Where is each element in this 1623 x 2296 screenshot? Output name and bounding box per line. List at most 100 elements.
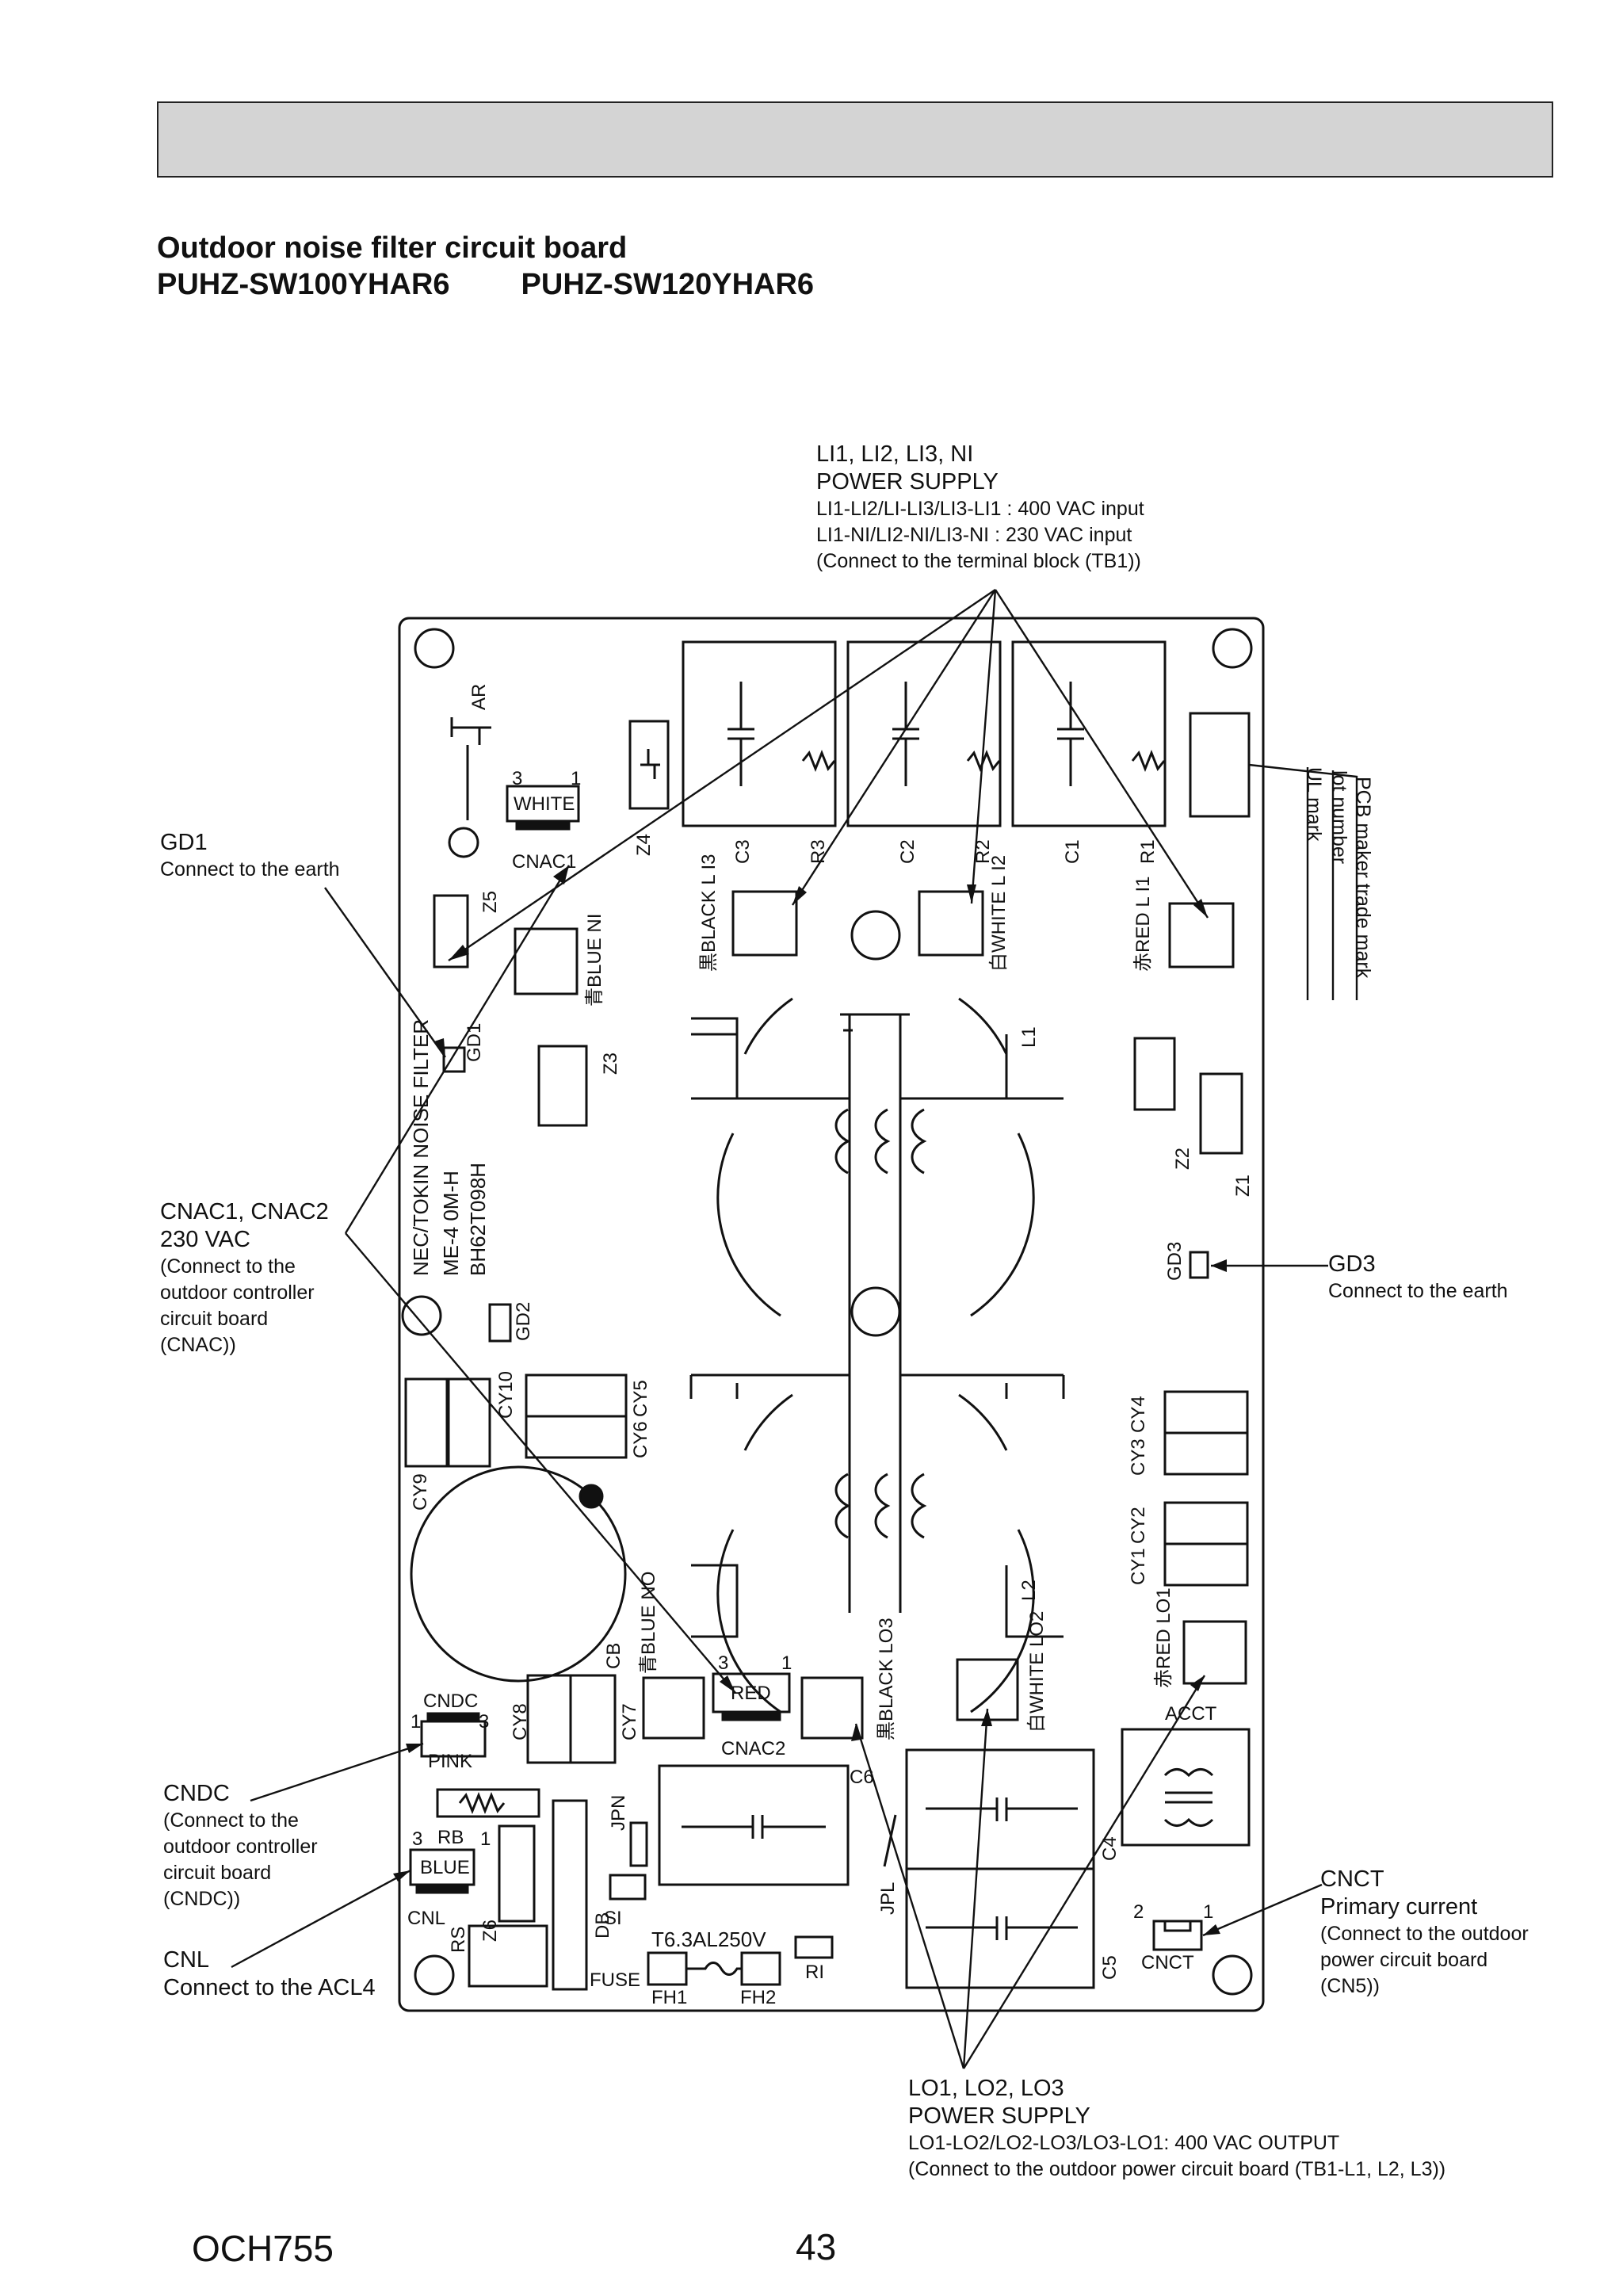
- arrow-heads: [393, 865, 1227, 1935]
- current-transformer-acct: [1121, 1728, 1251, 1847]
- label-fuse-rating: T6.3AL250V: [651, 1927, 766, 1951]
- label-silkscreen: NEC/TOKIN NOISE FILTER: [409, 1019, 433, 1276]
- pin-cnac2-3: 3: [718, 1652, 728, 1674]
- capacitor-c3: [682, 640, 837, 827]
- power-in-line1: LI1-LI2/LI-LI3/LI3-LI1 : 400 VAC input: [816, 498, 1144, 520]
- pin-cnac2-1: 1: [781, 1652, 792, 1674]
- pcb-mark-lot: lot number: [1328, 770, 1350, 864]
- c5-symbol: [926, 1916, 1078, 1940]
- c6-symbol: [682, 1815, 826, 1839]
- gd3-desc: Connect to the earth: [1328, 1280, 1508, 1302]
- fuse-holder-fh2: [740, 1951, 781, 1986]
- si: [609, 1874, 647, 1901]
- callout-gd3: GD3 Connect to the earth: [1328, 1251, 1508, 1305]
- label-z6: Z6: [479, 1920, 501, 1942]
- gd1-desc: Connect to the earth: [160, 858, 340, 881]
- label-l2: L2: [1018, 1580, 1040, 1601]
- label-jpl: JPL: [877, 1882, 899, 1915]
- cnl-desc: Connect to the ACL4: [163, 1975, 376, 2000]
- cnl-title: CNL: [163, 1947, 210, 1973]
- gd1-title: GD1: [160, 830, 208, 855]
- pin-cndc-3: 3: [479, 1711, 489, 1733]
- c2-symbol: [892, 682, 919, 786]
- pin-cndc-1: 1: [411, 1711, 421, 1733]
- label-fh2: FH2: [740, 1987, 776, 2008]
- label-acct: ACCT: [1165, 1703, 1217, 1725]
- choke-l2: [691, 1383, 1064, 1713]
- label-c1: C1: [1062, 839, 1083, 864]
- earth-gd1: [442, 1046, 466, 1073]
- capacitor-cb: [410, 1465, 627, 1683]
- label-r1: R1: [1137, 839, 1159, 864]
- terminal-no: [642, 1676, 705, 1740]
- choke-l1: [689, 997, 1065, 1399]
- rb-zigzag: [458, 1791, 506, 1815]
- power-out-line2: (Connect to the outdoor power circuit bo…: [908, 2158, 1446, 2180]
- pcb-outline: [398, 617, 1265, 2012]
- fuse-element: [686, 1962, 742, 1976]
- label-cnl: CNL: [407, 1908, 445, 1929]
- capacitor-cy5: [525, 1373, 628, 1418]
- label-cy2: CY2: [1128, 1507, 1149, 1544]
- callout-power-out: LO1, LO2, LO3 POWER SUPPLY LO1-LO2/LO2-L…: [908, 2075, 1445, 2183]
- cb-polarity-dot: [579, 1484, 604, 1509]
- ri: [794, 1935, 834, 1959]
- z4-symbol: [640, 749, 660, 779]
- label-rb: RB: [437, 1827, 464, 1848]
- diode-bridge-db: [552, 1799, 588, 1991]
- label-red: RED: [731, 1683, 771, 1704]
- page-number: 43: [796, 2226, 837, 2267]
- connector-cnac1: [506, 785, 580, 831]
- callout-cnct: CNCT Primary current (Connect to the out…: [1320, 1866, 1529, 2000]
- header-bar: [157, 101, 1553, 178]
- label-pink: PINK: [428, 1751, 472, 1772]
- varistor-z1: [1199, 1072, 1243, 1155]
- label-li3: 黒BLACK L I3: [698, 854, 720, 972]
- label-lo2: 白WHITE LO2: [1026, 1611, 1048, 1733]
- model-b: PUHZ-SW120YHAR6: [521, 268, 815, 301]
- label-l1: L1: [1018, 1026, 1040, 1048]
- page-title: Outdoor noise filter circuit board PUHZ-…: [157, 230, 814, 303]
- label-rs: RS: [448, 1927, 469, 1953]
- label-c2: C2: [897, 839, 918, 864]
- resistor-rs: [468, 1924, 548, 1988]
- label-board-code: BH62T098H: [466, 1163, 490, 1276]
- pcb-mark-box: [1189, 712, 1251, 818]
- label-gd1: GD1: [464, 1023, 485, 1062]
- power-in-subtitle: POWER SUPPLY: [816, 469, 999, 495]
- connector-cnct: [1152, 1920, 1203, 1951]
- document-code: OCH755: [192, 2228, 334, 2269]
- varistor-z2: [1133, 1037, 1176, 1111]
- label-r3: R3: [808, 839, 829, 864]
- label-ri: RI: [805, 1962, 824, 1983]
- label-cy5: CY5: [630, 1380, 651, 1417]
- label-ar: AR: [468, 684, 490, 710]
- earth-gd3: [1189, 1251, 1209, 1279]
- cndc-line1: (Connect to the: [163, 1809, 299, 1832]
- connector-cnac2: [712, 1672, 791, 1721]
- connector-cndc: [420, 1712, 487, 1758]
- gd3-title: GD3: [1328, 1251, 1376, 1277]
- varistor-z5: [433, 894, 469, 968]
- label-cnac1: CNAC1: [512, 851, 576, 873]
- arrester-ar: [448, 717, 491, 858]
- pcb-mark-trade: PCB maker trade mark: [1352, 777, 1374, 979]
- terminal-li3: [731, 890, 798, 957]
- varistor-z6: [498, 1824, 536, 1923]
- label-li1: 赤RED L I1: [1132, 877, 1154, 972]
- label-cnct: CNCT: [1141, 1952, 1194, 1973]
- label-jpn: JPN: [608, 1795, 629, 1831]
- label-no: 青BLUE NO: [638, 1572, 659, 1674]
- capacitor-c1: [1011, 640, 1167, 827]
- jumper-jpn: [629, 1821, 648, 1867]
- cnct-subtitle: Primary current: [1320, 1894, 1478, 1920]
- label-cy4: CY4: [1128, 1396, 1149, 1433]
- pin-cnl-3: 3: [412, 1828, 422, 1850]
- terminal-ni: [514, 927, 579, 995]
- cnac-line3: circuit board: [160, 1308, 269, 1330]
- terminal-li1: [1168, 902, 1235, 968]
- cnac-line1: (Connect to the: [160, 1255, 296, 1278]
- label-z5: Z5: [479, 891, 501, 913]
